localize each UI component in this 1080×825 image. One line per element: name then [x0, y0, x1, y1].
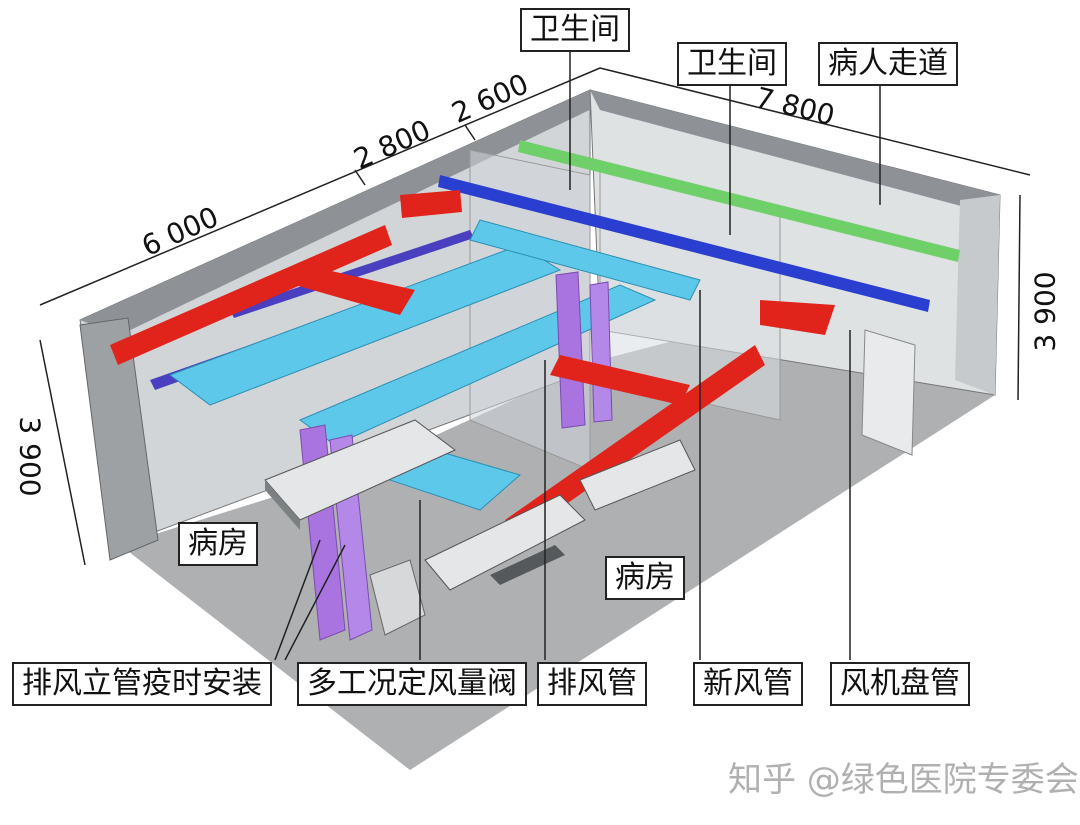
cabinet [369, 559, 426, 636]
dimension-lines [39, 67, 1031, 566]
leader-lines [274, 48, 881, 661]
fresh-air-duct-3 [469, 219, 701, 301]
label-fan-coil: 风机盘管 [830, 662, 970, 706]
exhaust-riser-4 [589, 281, 613, 423]
label-fresh-air-duct: 新风管 [693, 662, 803, 706]
label-exhaust-duct: 排风管 [537, 662, 647, 706]
wall-top-right [590, 90, 1000, 215]
right-end-wall [955, 195, 1000, 395]
label-corridor: 病人走道 [818, 42, 958, 86]
dim-3900-left: 3 900 [13, 416, 47, 497]
label-damper: 多工况定风量阀 [297, 662, 527, 706]
fan-coil-corridor [760, 300, 835, 335]
blue-duct-upper [438, 175, 930, 312]
label-toilet-1: 卫生间 [520, 8, 630, 52]
fan-coil-left-long [110, 225, 392, 365]
bed-back [579, 439, 696, 511]
watermark: 知乎 @绿色医院专委会 [728, 760, 1079, 800]
label-ward-left: 病房 [178, 522, 258, 566]
label-ward-right: 病房 [605, 556, 685, 600]
label-exhaust-riser: 排风立管疫时安装 [12, 662, 272, 706]
dim-3900-right: 3 900 [1028, 271, 1062, 352]
label-toilet-2: 卫生间 [677, 42, 787, 86]
fan-coil-left-box [295, 265, 415, 315]
left-end-wall [79, 317, 159, 561]
blue-duct-diagonal-2 [230, 230, 474, 318]
green-pipe [518, 140, 960, 262]
fan-coil-back [400, 190, 462, 218]
bed-left [264, 419, 456, 530]
corridor-door [861, 329, 916, 456]
fan-coil-right-box [550, 355, 690, 405]
